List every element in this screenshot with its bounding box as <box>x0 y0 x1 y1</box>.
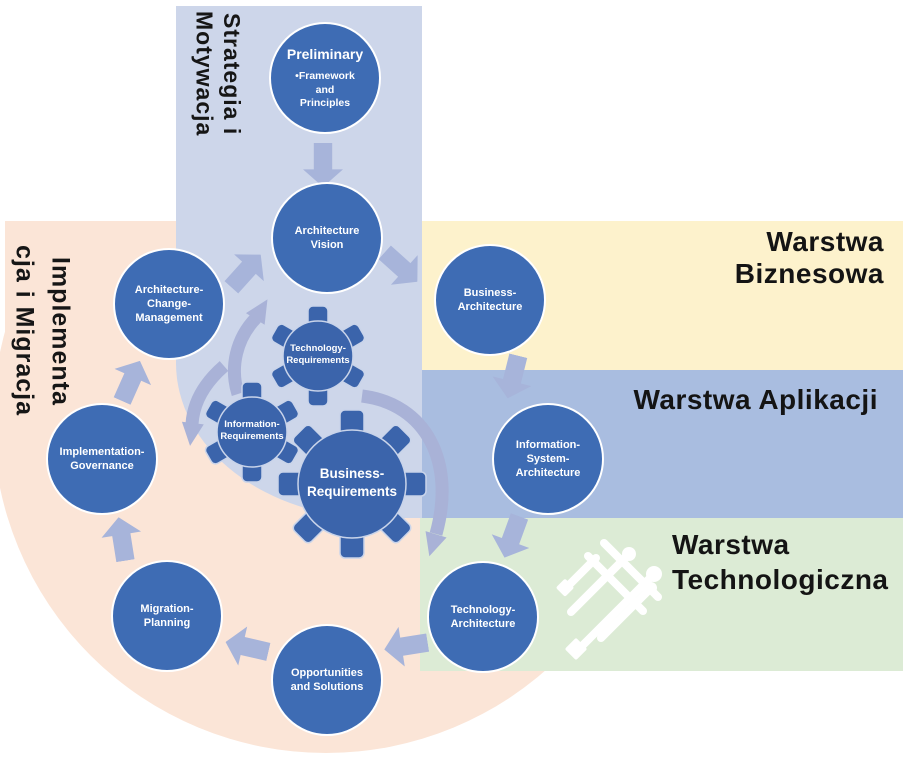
phase-label: Opportunities and Solutions <box>290 666 364 693</box>
preliminary-title: Preliminary <box>286 45 364 62</box>
phase-label: Information-System-Architecture <box>515 438 581 480</box>
phase-label: Architecture-Change-Management <box>134 283 204 325</box>
phase-label: Business-Architecture <box>457 286 523 313</box>
gear-label-technology-requirements: Technology-Requirements <box>286 343 350 367</box>
phase-circle-architecture-change-management: Architecture-Change-Management <box>113 248 225 360</box>
business-layer-title: Warstwa Biznesowa <box>734 226 884 289</box>
strategy-band-title: Strategia i Motywacja <box>190 4 246 144</box>
gear-label-business-requirements: Business-Requirements <box>306 466 398 500</box>
phase-circle-architecture-vision: Architecture Vision <box>271 182 383 294</box>
phase-label: Implementation-Governance <box>59 445 145 472</box>
implementation-band-title-line2: cja i Migracja <box>10 245 39 417</box>
phase-circle-technology-architecture: Technology-Architecture <box>427 561 539 673</box>
gear-technology-requirements <box>270 305 366 407</box>
technology-layer-title-line2: Technologiczna <box>672 564 889 595</box>
phase-circle-opportunities-and-solutions: Opportunities and Solutions <box>271 624 383 736</box>
phase-label: Migration-Planning <box>140 602 194 629</box>
strategy-band-title-line1: Strategia i <box>219 12 246 136</box>
phase-label: Technology-Architecture <box>450 603 516 630</box>
phase-circle-migration-planning: Migration-Planning <box>111 560 223 672</box>
application-layer-title: Warstwa Aplikacji <box>633 384 878 415</box>
technology-layer-title-line1: Warstwa <box>672 529 790 560</box>
phase-circle-implementation-governance: Implementation-Governance <box>46 403 158 515</box>
implementation-band-title-line1: Implementa <box>46 256 75 406</box>
phase-circle-preliminary: Preliminary •Framework and Principles <box>269 22 381 134</box>
gear-label-information-requirements: Information-Requirements <box>220 419 284 443</box>
phase-circle-business-architecture: Business-Architecture <box>434 244 546 356</box>
phase-circle-information-system-architecture: Information-System-Architecture <box>492 403 604 515</box>
preliminary-bullet: •Framework and Principles <box>295 70 355 110</box>
implementation-band-title: Implementa cja i Migracja <box>6 222 79 440</box>
phase-label: Architecture Vision <box>294 224 360 251</box>
technology-layer-title: Warstwa Technologiczna <box>672 527 902 597</box>
strategy-band-title-line2: Motywacja <box>191 11 218 137</box>
